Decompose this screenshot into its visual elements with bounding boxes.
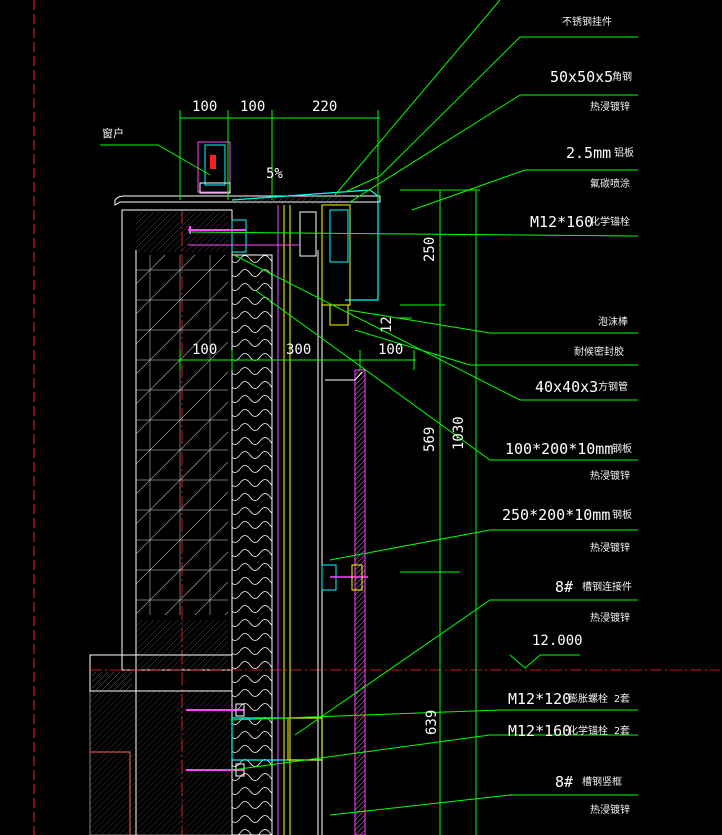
- callout-aluminum-thickness: 2.5mm: [566, 144, 612, 162]
- dim-mid-300: 300: [286, 342, 312, 358]
- dim-v-639: 639: [424, 709, 440, 735]
- callout-foam-rod: 泡沫棒: [598, 317, 628, 328]
- callout-plate-small-size: 100*200*10mm: [505, 440, 614, 458]
- callout-angle-steel: 角钢: [612, 72, 632, 83]
- dim-v-1030: 1030: [451, 416, 467, 450]
- window-label: 窗户: [102, 127, 124, 140]
- dim-top-220: 220: [312, 99, 338, 115]
- leader-lines: [100, 0, 639, 816]
- callout-plate-large-size: 250*200*10mm: [502, 506, 611, 524]
- dim-top-100b: 100: [240, 99, 266, 115]
- insulation-layer: [231, 254, 273, 835]
- dim-mid-100b: 100: [378, 342, 404, 358]
- dim-v-250: 250: [422, 236, 438, 262]
- window-frame: [197, 141, 231, 194]
- masonry-wall: [121, 209, 233, 835]
- cladding-panel: [354, 369, 366, 835]
- callout-channel-number: 8#: [555, 578, 574, 596]
- callout-galvanized-1: 热浸镀锌: [590, 102, 630, 113]
- callout-channel-2-number: 8#: [555, 773, 574, 791]
- callout-fluorocarbon: 氟碳喷涂: [590, 179, 630, 190]
- elevation-label: 12.000: [532, 633, 583, 649]
- callout-chem-anchor-2-qty: 2套: [614, 726, 631, 737]
- callout-channel-mullion: 槽钢竖框: [582, 777, 622, 788]
- callout-galvanized-2: 热浸镀锌: [590, 471, 630, 482]
- callout-expansion-bolt: 膨胀螺栓: [568, 694, 608, 705]
- callout-chem-anchor-2: 化学锚栓: [568, 726, 608, 737]
- mid-bracket: [321, 371, 368, 591]
- top-anchor-bolts: [188, 219, 300, 253]
- callout-galvanized-3: 热浸镀锌: [590, 543, 630, 554]
- callout-sealant: 耐候密封胶: [574, 347, 624, 358]
- callout-plate-small: 钢板: [612, 444, 632, 455]
- steel-frame: [283, 205, 323, 835]
- callout-galvanized-5: 热浸镀锌: [590, 805, 630, 816]
- callout-plate-large: 钢板: [612, 510, 632, 521]
- dim-v-12: 12: [379, 316, 395, 333]
- callout-chem-anchor-2-size: M12*160: [508, 722, 572, 740]
- callout-square-tube: 方钢管: [598, 382, 628, 393]
- callout-channel-connector: 槽钢连接件: [582, 582, 632, 593]
- callout-expansion-bolt-size: M12*120: [508, 690, 572, 708]
- slope-label: 5%: [266, 166, 283, 182]
- callout-expansion-bolt-qty: 2套: [614, 694, 631, 705]
- callout-aluminum-panel: 铝板: [614, 148, 634, 159]
- dim-mid-100a: 100: [192, 342, 218, 358]
- callout-angle-steel-size: 50x50x5: [550, 68, 614, 86]
- callout-square-tube-size: 40x40x3: [535, 378, 599, 396]
- callout-stainless-hanger: 不锈钢挂件: [562, 17, 612, 28]
- callout-chem-anchor-size: M12*160: [530, 213, 594, 231]
- dim-top-100a: 100: [192, 99, 218, 115]
- callout-chem-anchor: 化学锚栓: [590, 217, 630, 228]
- callout-galvanized-4: 热浸镀锌: [590, 613, 630, 624]
- dim-v-569: 569: [422, 426, 438, 452]
- dimension-lines: [178, 110, 480, 835]
